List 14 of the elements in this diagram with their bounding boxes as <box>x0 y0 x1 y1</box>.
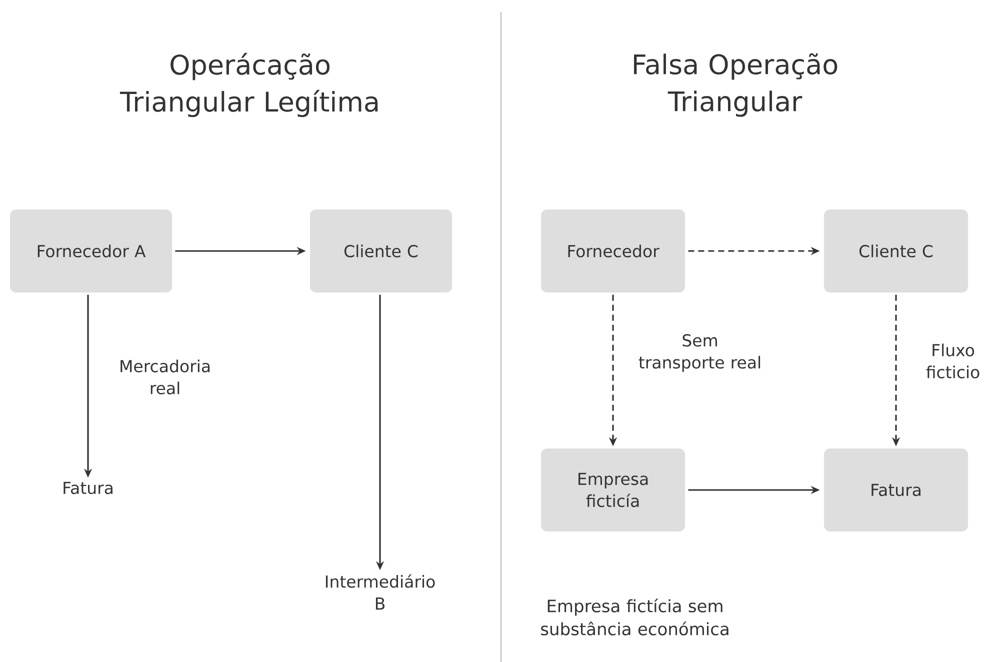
node-text: Intermediário B <box>326 574 435 610</box>
edge-label: Mercadoria real <box>120 360 210 394</box>
heading: Falsa Operação Triangular <box>634 53 838 117</box>
note-text: Empresa fictícia sem substância económica <box>541 598 728 636</box>
node-text: Fatura <box>64 482 112 494</box>
process-box: Fornecedor <box>541 210 685 292</box>
process-box: Fornecedor A <box>10 210 172 292</box>
edge-label: Fluxo ficticio <box>926 344 980 378</box>
edge-label: Sem transporte real <box>638 334 760 372</box>
process-box: Empresa ficticía <box>541 448 685 532</box>
process-box: Fatura <box>824 448 968 532</box>
heading: Operácação Triangular Legítima <box>120 52 378 118</box>
process-box: Cliente C <box>310 210 452 292</box>
process-box: Cliente C <box>824 210 968 292</box>
